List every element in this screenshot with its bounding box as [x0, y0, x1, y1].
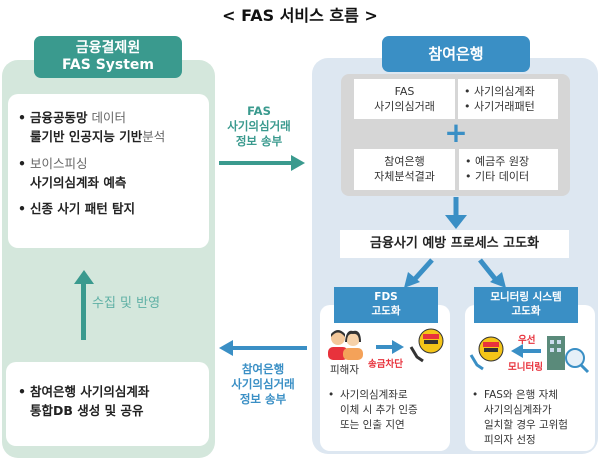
- fraudster-phone-icon: [409, 328, 444, 363]
- function-item: •신종 사기 패턴 탐지: [18, 201, 136, 216]
- badge-line: 금융결제원: [75, 40, 141, 56]
- fraudster-phone-icon: [469, 336, 504, 371]
- monitoring-label: 모니터링: [508, 362, 543, 373]
- victim-label: 피해자: [330, 364, 359, 376]
- up-arrow-icon: [74, 270, 94, 340]
- split-arrows-icon: [404, 258, 506, 288]
- monitoring-card: [465, 305, 595, 451]
- block-transfer-label: 송금차단: [368, 359, 403, 370]
- bank-badge: 참여은행: [382, 36, 530, 72]
- left-arrow-icon: [219, 340, 307, 356]
- process-box: 금융사기 예방 프로세스 고도화: [340, 230, 569, 258]
- down-arrow-icon: [445, 197, 467, 229]
- fas-badge: 금융결제원 FAS System: [34, 36, 182, 78]
- victim-icon: [328, 330, 363, 360]
- fas-items-cell: • 사기의심계좌• 사기거래패턴: [458, 79, 558, 119]
- priority-label: 우선: [518, 335, 536, 346]
- monitoring-arrow-icon: [511, 344, 541, 358]
- plus-icon: +: [444, 116, 468, 149]
- right-arrow-icon: [219, 155, 305, 171]
- badge-line: FAS System: [61, 57, 155, 73]
- bank-items-cell: • 예금주 원장• 기타 데이터: [459, 149, 558, 190]
- collect-label: 수집 및 반영: [92, 296, 161, 311]
- bank-search-icon: [547, 336, 590, 374]
- transfer-arrow-icon: [376, 340, 404, 354]
- page-title: < FAS 서비스 흐름 >: [222, 6, 378, 25]
